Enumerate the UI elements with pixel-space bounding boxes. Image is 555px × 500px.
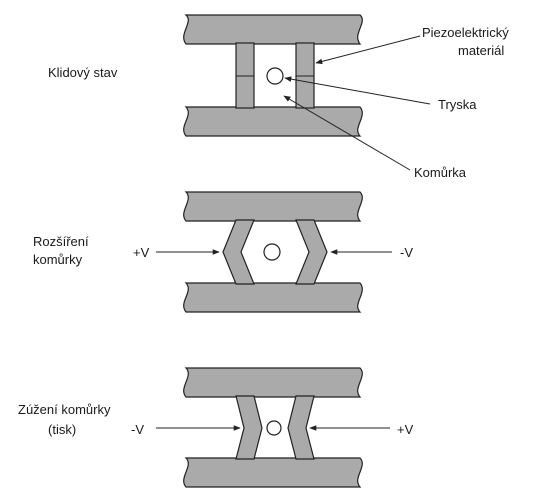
compression-right-voltage: +V bbox=[397, 422, 414, 437]
compression-right-wall bbox=[287, 395, 315, 460]
compression-bottom-plate bbox=[183, 457, 363, 488]
expansion-right-voltage: -V bbox=[400, 245, 413, 260]
rest-state-group: Klidový stav Piezoelektrický materiál Tr… bbox=[48, 14, 509, 180]
rest-top-plate bbox=[183, 14, 363, 45]
nozzle-label: Tryska bbox=[438, 97, 477, 112]
chamber-label: Komůrka bbox=[414, 165, 467, 180]
compression-nozzle bbox=[266, 420, 282, 436]
expansion-left-wall bbox=[222, 219, 255, 285]
expansion-state-group: Rozšíření komůrky +V -V bbox=[33, 191, 413, 313]
compression-state-group: Zúžení komůrky (tisk) -V +V bbox=[18, 367, 414, 488]
piezo-material-label-line1: Piezoelektrický bbox=[422, 25, 509, 40]
compression-label-line1: Zúžení komůrky bbox=[18, 402, 111, 417]
expansion-right-wall bbox=[295, 219, 328, 285]
piezo-material-label-line2: materiál bbox=[458, 43, 504, 58]
expansion-top-plate bbox=[183, 191, 363, 222]
rest-nozzle bbox=[266, 67, 284, 85]
rest-state-label: Klidový stav bbox=[48, 65, 118, 80]
expansion-label-line2: komůrky bbox=[33, 252, 83, 267]
nozzle-arrow bbox=[284, 76, 431, 105]
piezo-material-arrow bbox=[315, 35, 421, 65]
expansion-nozzle bbox=[263, 243, 281, 261]
expansion-bottom-plate bbox=[183, 282, 363, 313]
compression-top-plate bbox=[183, 367, 363, 398]
chamber-arrow bbox=[283, 95, 411, 171]
expansion-left-voltage: +V bbox=[133, 245, 150, 260]
rest-bottom-plate bbox=[183, 106, 363, 137]
compression-label-line2: (tisk) bbox=[48, 422, 76, 437]
compression-left-voltage: -V bbox=[131, 422, 144, 437]
expansion-label-line1: Rozšíření bbox=[33, 234, 89, 249]
compression-left-wall bbox=[235, 395, 263, 460]
